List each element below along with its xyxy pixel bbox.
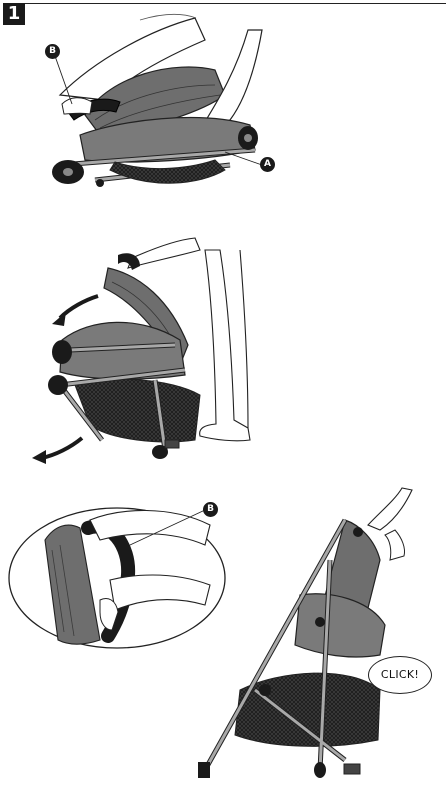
- panel-3-folded-stroller: [198, 487, 413, 778]
- callout-a-panel1: A: [260, 157, 275, 172]
- callout-b-panel3: B: [203, 502, 218, 517]
- panel-3-handle-closeup: [8, 507, 226, 649]
- callout-b-panel1: B: [45, 44, 60, 59]
- panel-2-collapse-stroller: [32, 237, 251, 464]
- click-sound-bubble: CLICK!: [368, 656, 432, 694]
- header-rule: [25, 3, 446, 4]
- panel-1-fold-stroller: [52, 14, 263, 187]
- step-number-badge: 1: [3, 3, 25, 25]
